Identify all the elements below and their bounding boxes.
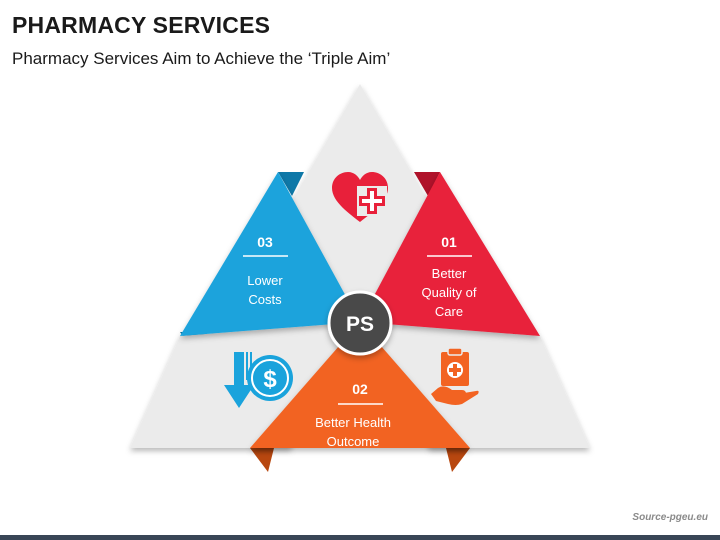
fold-tab-red <box>414 172 440 196</box>
segment-03-label-line2: Costs <box>248 292 282 307</box>
svg-text:$: $ <box>263 366 277 393</box>
segment-02-triangle <box>250 322 470 448</box>
segment-03-label-line1: Lower <box>247 273 283 288</box>
segment-01-triangle <box>360 172 540 336</box>
fold-tab-orange-right <box>446 448 470 472</box>
dollar-down-icon: $ <box>224 352 293 408</box>
fold-tab-orange-left <box>250 448 274 472</box>
source-credit: Source-pgeu.eu <box>632 512 708 523</box>
segment-01-label-line2: Quality of <box>422 285 477 300</box>
bottom-bar <box>0 535 720 540</box>
segment-02-label-line1: Better Health <box>315 415 391 430</box>
clipboard-hand-icon <box>431 347 479 405</box>
segment-02-number: 02 <box>352 381 368 397</box>
segment-02-label-line2: Outcome <box>327 434 380 449</box>
heart-plus-icon <box>332 172 388 222</box>
segment-01-label-line3: Care <box>435 304 463 319</box>
segment-01-number: 01 <box>441 234 457 250</box>
center-label: PS <box>346 313 374 336</box>
segment-03-triangle <box>180 172 360 336</box>
center-circle <box>327 290 393 356</box>
fold-tab-blue <box>278 172 304 196</box>
slide-title: PHARMACY SERVICES <box>12 12 271 38</box>
slide-subtitle: Pharmacy Services Aim to Achieve the ‘Tr… <box>12 49 391 68</box>
segment-03-number: 03 <box>257 234 273 250</box>
segment-01-label-line1: Better <box>432 266 467 281</box>
